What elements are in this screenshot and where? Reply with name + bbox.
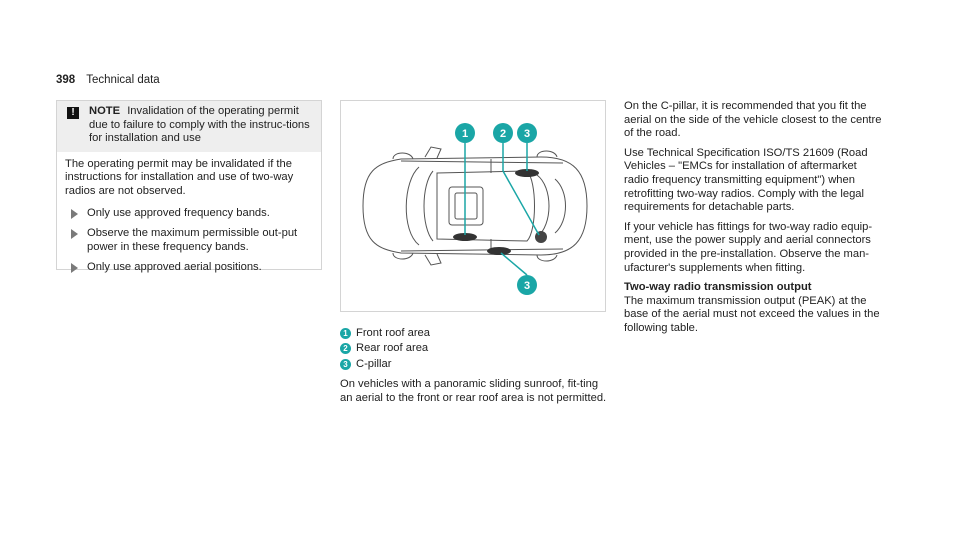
note-bullet: Only use approved aerial positions. xyxy=(65,261,313,275)
transmission-output-paragraph: The maximum transmission output (PEAK) a… xyxy=(624,294,880,334)
legend-item: 2 Rear roof area xyxy=(340,341,610,356)
pre-installation-paragraph: If your vehicle has fittings for two-way… xyxy=(624,220,873,274)
page-header: 398 Technical data xyxy=(56,74,160,86)
legend-number-badge: 2 xyxy=(340,343,351,355)
rear-roof-zone xyxy=(535,231,547,243)
vehicle-top-view-illustration: 1 2 3 3 xyxy=(362,123,588,295)
legend-label: Front roof area xyxy=(356,327,430,339)
note-bullet: Only use approved frequency bands. xyxy=(65,207,313,221)
sunroof-paragraph: On vehicles with a panoramic sliding sun… xyxy=(340,378,607,404)
legend-item: 3 C-pillar xyxy=(340,357,610,372)
bullet-arrow-icon xyxy=(71,208,78,219)
legend-label: Rear roof area xyxy=(356,342,429,355)
note-bullet: Observe the maximum permissible out-put … xyxy=(65,227,313,254)
note-body: The operating permit may be invalidated … xyxy=(57,152,321,275)
bullet-text: Only use approved frequency bands. xyxy=(87,206,270,219)
note-title: NOTE xyxy=(89,105,121,117)
callout-badge: 3 xyxy=(517,275,537,295)
bullet-text: Only use approved aerial positions. xyxy=(87,261,262,274)
callout-badge: 2 xyxy=(493,123,513,143)
front-roof-zone xyxy=(453,233,477,241)
bullet-arrow-icon xyxy=(71,263,78,274)
legend-label: C-pillar xyxy=(356,357,392,370)
section-title: Technical data xyxy=(86,74,160,86)
c-pillar-zone-top xyxy=(515,169,539,177)
legend-number-badge: 1 xyxy=(340,328,351,339)
vehicle-aerial-figure: 1 2 3 3 xyxy=(340,100,606,312)
callout-label: 1 xyxy=(462,128,468,140)
note-heading-text: Invalidation of the operating permit due… xyxy=(89,105,310,145)
right-column: On the C-pillar, it is recommended that … xyxy=(624,100,884,342)
bullet-text: Observe the maximum permissible out-put … xyxy=(87,227,298,253)
transmission-output-heading: Two-way radio transmission output xyxy=(624,281,812,294)
legend-number-badge: 3 xyxy=(340,358,351,370)
note-paragraph: The operating permit may be invalidated … xyxy=(65,157,294,197)
c-pillar-zone-bottom xyxy=(487,247,511,255)
warning-exclamation-icon: ! xyxy=(67,107,79,119)
figure-legend: 1 Front roof area 2 Rear roof area 3 C-p… xyxy=(340,326,610,405)
c-pillar-paragraph: On the C-pillar, it is recommended that … xyxy=(624,100,882,140)
callout-label: 2 xyxy=(500,128,506,140)
iso-spec-paragraph: Use Technical Specification ISO/TS 21609… xyxy=(624,146,868,214)
bullet-arrow-icon xyxy=(71,229,78,240)
legend-item: 1 Front roof area xyxy=(340,326,610,341)
note-box: ! NOTE Invalidation of the operating per… xyxy=(56,100,322,274)
page-number: 398 xyxy=(56,74,76,86)
note-header: ! NOTE Invalidation of the operating per… xyxy=(57,101,321,152)
callout-label: 3 xyxy=(524,280,530,292)
aerial-zones xyxy=(453,169,547,255)
callout-badge: 1 xyxy=(455,123,475,143)
callout-label: 3 xyxy=(524,128,530,140)
callout-badge: 3 xyxy=(517,123,537,143)
